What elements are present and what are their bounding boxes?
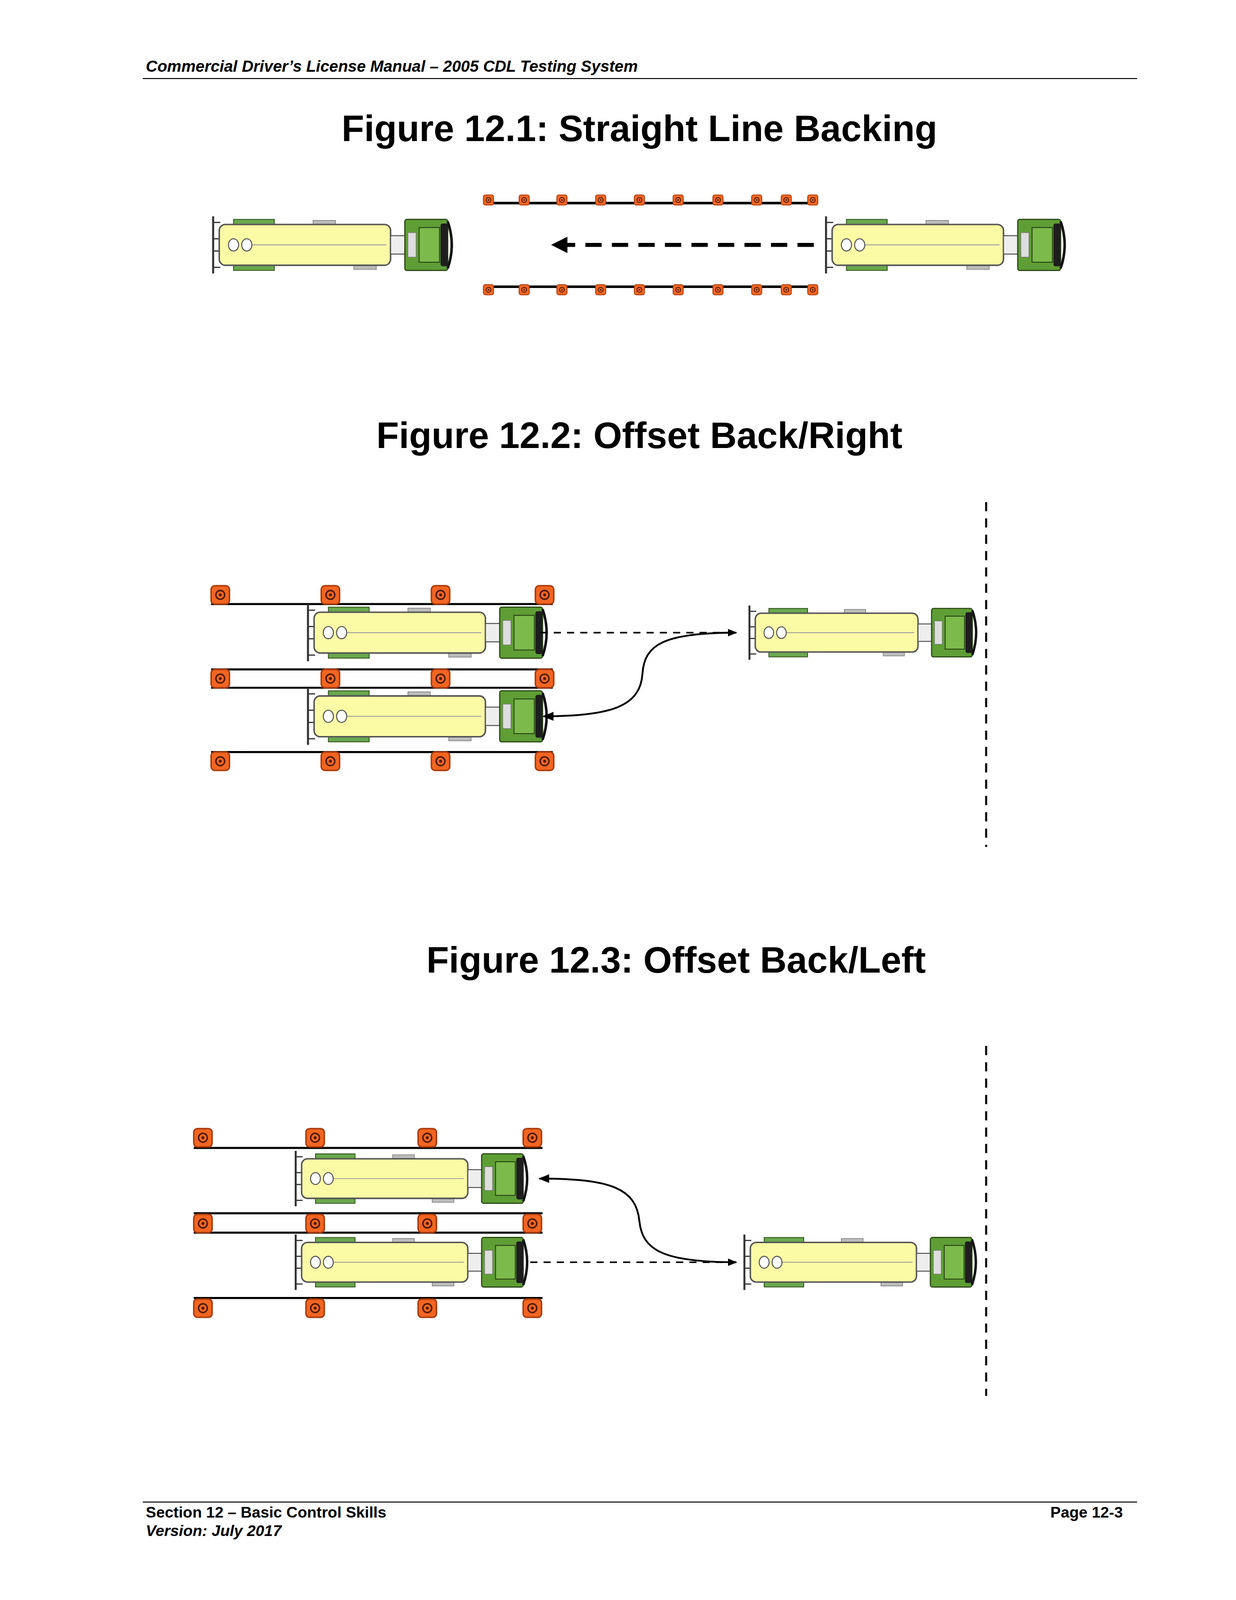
traffic-cone <box>519 194 530 206</box>
traffic-cone <box>634 284 645 295</box>
traffic-cone <box>807 194 818 206</box>
traffic-cone <box>418 1128 437 1147</box>
running-header: Commercial Driver’s License Manual – 200… <box>145 57 638 76</box>
traffic-cone <box>595 284 606 295</box>
traffic-cone <box>781 284 792 295</box>
offset-back-left <box>193 1045 987 1396</box>
traffic-cone <box>595 194 606 206</box>
traffic-cone <box>535 669 555 688</box>
traffic-cone <box>193 1213 213 1233</box>
traffic-cone <box>673 194 684 206</box>
traffic-cone <box>211 669 230 688</box>
traffic-cone <box>305 1213 325 1233</box>
traffic-cone <box>535 751 555 771</box>
traffic-cone <box>418 1213 437 1233</box>
traffic-cone <box>556 284 568 295</box>
traffic-cone <box>519 284 530 295</box>
traffic-cone <box>211 751 230 771</box>
traffic-cone <box>522 1298 542 1317</box>
traffic-cone <box>556 194 568 206</box>
version-footer: Version: July 2017 <box>145 1521 282 1540</box>
traffic-cone <box>305 1128 325 1147</box>
figure-title: Figure 12.2: Offset Back/Right <box>376 413 903 457</box>
traffic-cone <box>751 194 762 206</box>
figure-title: Figure 12.3: Offset Back/Left <box>426 938 927 981</box>
traffic-cone <box>321 585 340 604</box>
traffic-cone <box>634 194 645 206</box>
traffic-cone <box>193 1128 213 1147</box>
page-number: Page 12-3 <box>1050 1503 1123 1522</box>
traffic-cone <box>321 751 340 771</box>
traffic-cone <box>431 751 450 771</box>
traffic-cone <box>807 284 818 295</box>
traffic-cone <box>673 284 684 295</box>
traffic-cone <box>418 1298 437 1317</box>
section-footer: Section 12 – Basic Control Skills <box>145 1503 387 1522</box>
traffic-cone <box>522 1128 542 1147</box>
traffic-cone <box>211 585 230 604</box>
traffic-cone <box>431 669 450 688</box>
traffic-cone <box>713 194 724 206</box>
traffic-cone <box>713 284 724 295</box>
traffic-cone <box>483 194 494 206</box>
traffic-cone <box>781 194 792 206</box>
traffic-cone <box>535 585 555 604</box>
figure-title: Figure 12.1: Straight Line Backing <box>341 107 938 150</box>
traffic-cone <box>431 585 450 604</box>
traffic-cone <box>305 1298 325 1317</box>
offset-back-right <box>211 501 987 847</box>
traffic-cone <box>751 284 762 295</box>
traffic-cone <box>522 1213 542 1233</box>
traffic-cone <box>483 284 494 295</box>
traffic-cone <box>321 669 340 688</box>
straight-line-backing <box>213 194 1065 295</box>
traffic-cone <box>193 1298 213 1317</box>
